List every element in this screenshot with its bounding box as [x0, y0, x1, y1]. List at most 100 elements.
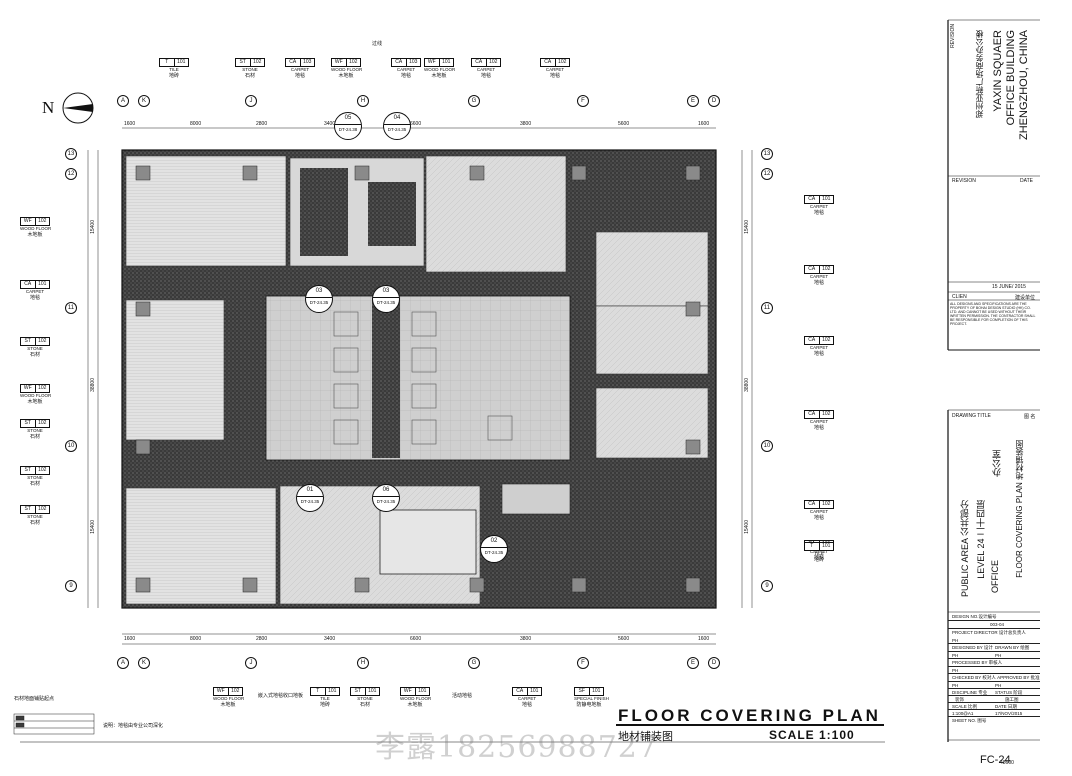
axis-bubble-left: 12: [65, 168, 77, 180]
callout-en: CARPET: [809, 549, 829, 554]
tb-scale-val: 1:100@A1: [952, 711, 974, 716]
callout-cn: 地毯: [480, 73, 491, 79]
callout-cn: 地毯: [521, 702, 532, 708]
callout-en: CARPET: [517, 696, 537, 701]
drawing-title-cn: 地材铺装图: [618, 731, 673, 743]
tb-ph3: PH: [995, 653, 1002, 658]
callout-num: 102: [253, 59, 262, 65]
project-name-1: YAXIN SQUAER: [992, 30, 1004, 112]
tb-ph6: PH: [995, 683, 1002, 688]
callout-code: ST: [21, 338, 36, 345]
section-ref: DT-24.35: [376, 499, 396, 504]
callout-cn: 石材: [29, 481, 40, 487]
watermark: 李露18256988727: [375, 730, 658, 765]
callout-num: 102: [489, 59, 498, 65]
legend-note: 说明：地毯由专业公司深化: [103, 723, 164, 729]
dt-line4: FLOOR COVERING PLAN 地材铺装图: [1015, 440, 1024, 578]
legend-table: [13, 713, 95, 735]
title-underline: [616, 724, 884, 726]
tb-divider: [948, 628, 1040, 629]
note-top: 过线: [372, 41, 383, 47]
axis-bubble-right: 11: [761, 302, 773, 314]
callout-code: ST: [236, 59, 251, 66]
building-footprint: [121, 149, 717, 609]
project-name-cn: 郑州亚新广场商务办公楼: [975, 30, 984, 118]
section-ref: DT-24.38: [338, 127, 358, 132]
callout-code: T: [160, 59, 175, 66]
axis-bubble-right: 9: [761, 580, 773, 592]
tb-sheet-no-label: SHEET NO. 图号: [952, 718, 987, 723]
bottom-dim: 3800: [520, 636, 532, 642]
tb-divider: [948, 716, 1040, 717]
callout-en: STONE: [27, 346, 43, 351]
callout-en: STONE: [242, 67, 258, 72]
axis-bubble-bottom: J: [245, 657, 257, 669]
callout-en: CARPET: [25, 289, 45, 294]
callout-code: CA: [286, 59, 301, 66]
callout-num: 102: [38, 338, 47, 344]
callout-code: T: [805, 543, 820, 550]
tb-divider: [948, 709, 1040, 710]
tb-proj-dir: PROJECT DIRECTOR 设计总负责人: [952, 630, 1026, 635]
callout-en: WOOD FLOOR: [400, 696, 432, 701]
callout-cn: 地毯: [813, 555, 824, 561]
section-number: 02: [481, 536, 507, 548]
axis-bubble-right: 12: [761, 168, 773, 180]
tb-divider: [948, 695, 1040, 696]
callout-cn: 防静电地板: [576, 702, 602, 708]
tb-checked-by: CHECKED BY 校对人 APPROVED BY 批准: [952, 675, 1040, 680]
callout-code: CA: [513, 688, 528, 695]
bottom-dim: 5600: [618, 636, 630, 642]
callout-en: CARPET: [396, 67, 416, 72]
callout-cn: 地毯: [813, 210, 824, 216]
callout-code: ST: [21, 506, 36, 513]
axis-bubble-left: 9: [65, 580, 77, 592]
tb-discipline: DISCIPLINE 专业: [952, 690, 988, 695]
section-number: 05: [335, 113, 361, 125]
top-dim: 2800: [256, 121, 268, 127]
callout-num: 101: [177, 59, 186, 65]
axis-bubble-top: A: [117, 95, 129, 107]
tb-divider: [948, 658, 1040, 659]
axis-bubble-top: H: [357, 95, 369, 107]
callout-code: ST: [351, 688, 366, 695]
callout-en: WOOD FLOOR: [20, 393, 52, 398]
callout-num: 102: [822, 266, 831, 272]
tb-divider: [948, 666, 1040, 667]
callout-num: 101: [442, 59, 451, 65]
callout-cn: 地毯: [400, 73, 411, 79]
tb-drawn-by: DRAWN BY 绘图: [995, 645, 1030, 650]
dt-line2: LEVEL 24 二十四层: [976, 500, 986, 579]
axis-bubble-top: D: [708, 95, 720, 107]
axis-bubble-left: 11: [65, 302, 77, 314]
north-label: N: [42, 98, 55, 117]
callout-num: 102: [38, 420, 47, 426]
callout-num: 101: [592, 688, 601, 694]
callout-en: STONE: [27, 514, 43, 519]
project-name-3: ZHENGZHOU, CHINA: [1018, 30, 1030, 140]
